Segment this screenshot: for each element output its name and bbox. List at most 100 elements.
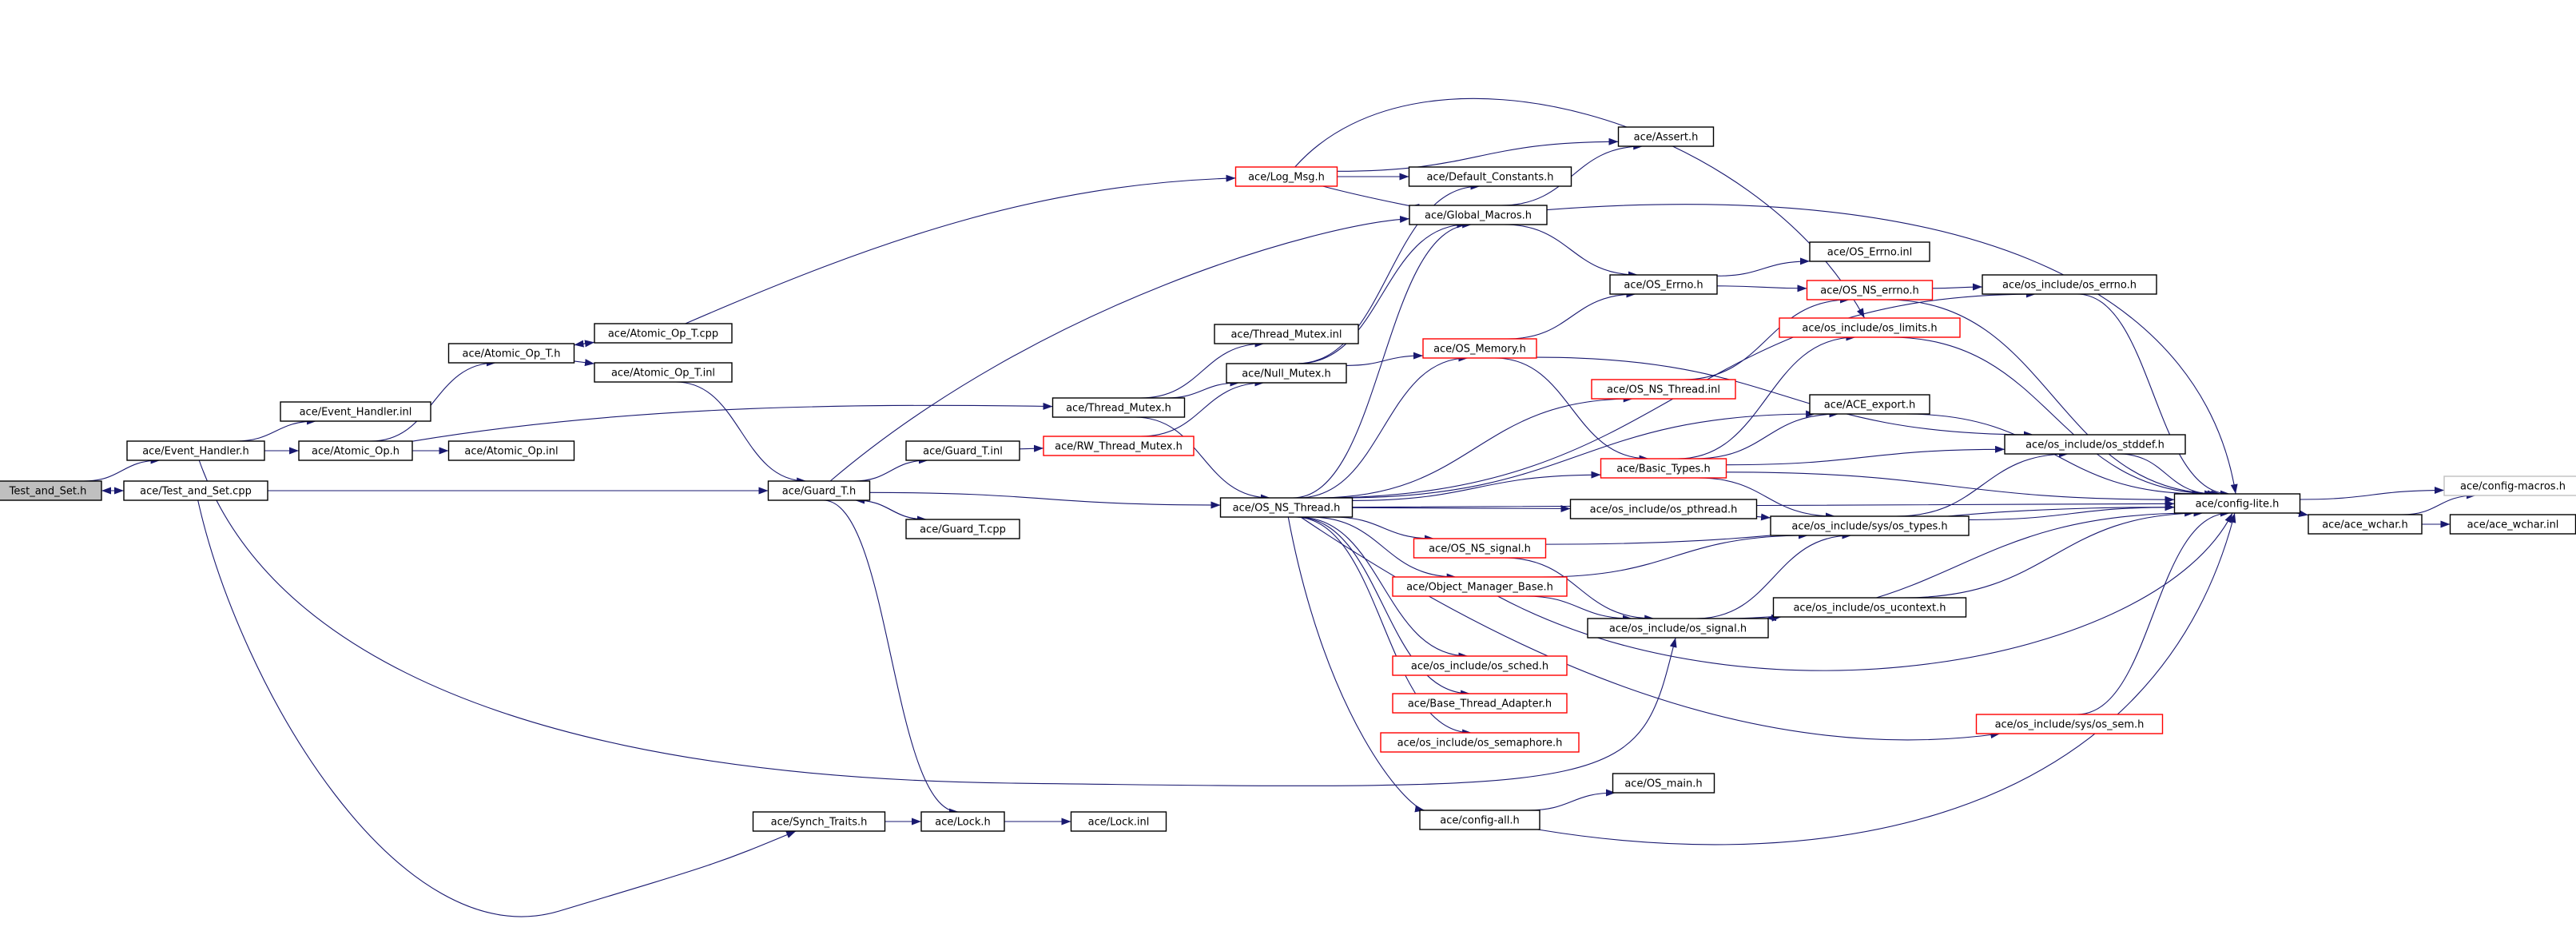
- node-box: [1422, 338, 1537, 359]
- graph-node-assert-h[interactable]: ace/Assert.h: [1617, 126, 1715, 147]
- graph-node-basic-types-h[interactable]: ace/Basic_Types.h: [1600, 458, 1727, 479]
- graph-node-os-include-os-semaphore-h[interactable]: ace/os_include/os_semaphore.h: [1380, 732, 1580, 753]
- graph-node-config-all-h[interactable]: ace/config-all.h: [1419, 810, 1540, 830]
- node-box: [1409, 205, 1548, 225]
- edge-arrow: [1337, 137, 1619, 172]
- graph-node-object-manager-base-h[interactable]: ace/Object_Manager_Base.h: [1392, 576, 1568, 597]
- edge-arrow: [1890, 336, 2217, 498]
- dependency-edge: [823, 499, 959, 816]
- graph-node-lock-inl[interactable]: ace/Lock.inl: [1070, 811, 1167, 832]
- edge-arrow: [1331, 516, 1435, 543]
- graph-node-log-msg-h[interactable]: ace/Log_Msg.h: [1234, 166, 1338, 187]
- edge-arrow: [574, 340, 595, 348]
- graph-node-guard-t-inl[interactable]: ace/Guard_T.inl: [905, 440, 1020, 461]
- node-label: ace/Assert.h: [1634, 132, 1699, 144]
- graph-node-os-ns-errno-h[interactable]: ace/OS_NS_errno.h: [1806, 280, 1934, 300]
- dependency-edge: [1294, 97, 1866, 319]
- node-box: [905, 440, 1020, 461]
- graph-node-atomic-op-inl[interactable]: ace/Atomic_Op.inl: [447, 440, 575, 461]
- node-box: [1419, 810, 1540, 830]
- graph-node-os-ns-thread-inl[interactable]: ace/OS_NS_Thread.inl: [1591, 379, 1736, 400]
- node-label: ace/config-lite.h: [2196, 499, 2280, 511]
- graph-node-config-macros-h[interactable]: ace/config-macros.h: [2443, 475, 2576, 496]
- graph-node-thread-mutex-h[interactable]: ace/Thread_Mutex.h: [1051, 397, 1186, 418]
- dependency-edge: [1726, 471, 2175, 503]
- dependency-edge: [1726, 445, 2006, 466]
- node-label: ace/ACE_export.h: [1824, 400, 1915, 412]
- edge-arrow: [1310, 516, 1457, 581]
- edge-arrow: [574, 359, 595, 367]
- graph-node-test-and-set-cpp[interactable]: ace/Test_and_Set.cpp: [123, 480, 268, 501]
- edge-arrow: [1140, 340, 1265, 399]
- dependency-edge: [2402, 491, 2476, 515]
- node-box: [126, 440, 265, 461]
- graph-node-ace-wchar-h[interactable]: ace/ace_wchar.h: [2308, 514, 2423, 535]
- graph-node-null-mutex-h[interactable]: ace/Null_Mutex.h: [1226, 363, 1347, 384]
- graph-node-ace-wchar-inl[interactable]: ace/ace_wchar.inl: [2449, 514, 2576, 535]
- graph-node-os-errno-h[interactable]: ace/OS_Errno.h: [1609, 274, 1718, 295]
- node-box: [1226, 363, 1347, 384]
- graph-node-atomic-op-t-inl[interactable]: ace/Atomic_Op_T.inl: [594, 362, 733, 383]
- graph-node-guard-t-cpp[interactable]: ace/Guard_T.cpp: [905, 519, 1020, 539]
- graph-node-atomic-op-t-h[interactable]: ace/Atomic_Op_T.h: [447, 343, 575, 364]
- edge-arrow: [675, 381, 807, 485]
- edge-arrow: [1903, 509, 2204, 599]
- dependency-edge: [1896, 450, 2069, 517]
- edge-arrow: [1677, 333, 1856, 460]
- graph-node-os-include-sys-os-types-h[interactable]: ace/os_include/sys/os_types.h: [1770, 515, 1970, 536]
- graph-node-os-include-os-errno-h[interactable]: ace/os_include/os_errno.h: [1982, 274, 2157, 295]
- dependency-edge: [1019, 444, 1044, 452]
- graph-node-synch-traits-h[interactable]: ace/Synch_Traits.h: [752, 811, 886, 832]
- node-label: ace/Atomic_Op_T.cpp: [608, 328, 718, 340]
- graph-node-config-lite-h[interactable]: ace/config-lite.h: [2173, 493, 2301, 514]
- node-label: ace/Basic_Types.h: [1616, 464, 1710, 475]
- graph-node-os-include-os-pthread-h[interactable]: ace/os_include/os_pthread.h: [1569, 499, 1758, 519]
- dependency-edge: [1292, 221, 1473, 499]
- edge-arrow: [1756, 513, 1771, 521]
- graph-node-os-include-sys-os-sem-h[interactable]: ace/os_include/sys/os_sem.h: [1975, 714, 2164, 734]
- node-label: ace/Test_and_Set.cpp: [140, 486, 252, 498]
- graph-node-os-include-os-signal-h[interactable]: ace/os_include/os_signal.h: [1587, 618, 1769, 639]
- graph-node-base-thread-adapter-h[interactable]: ace/Base_Thread_Adapter.h: [1392, 693, 1568, 714]
- graph-node-os-ns-thread-h[interactable]: ace/OS_NS_Thread.h: [1219, 497, 1354, 518]
- graph-node-event-handler-h[interactable]: ace/Event_Handler.h: [126, 440, 265, 461]
- dependency-edge: [198, 460, 1677, 786]
- graph-node-os-ns-signal-h[interactable]: ace/OS_NS_signal.h: [1413, 538, 1547, 559]
- node-box: [2308, 514, 2423, 535]
- graph-node-ace-export-h[interactable]: ace/ACE_export.h: [1809, 394, 1930, 415]
- node-box: [2004, 434, 2186, 455]
- graph-node-os-include-os-sched-h[interactable]: ace/os_include/os_sched.h: [1392, 655, 1568, 676]
- node-label: ace/os_include/os_limits.h: [1802, 323, 1937, 335]
- graph-node-rw-thread-mutex-h[interactable]: ace/RW_Thread_Mutex.h: [1043, 436, 1195, 456]
- graph-node-os-errno-inl[interactable]: ace/OS_Errno.inl: [1809, 241, 1930, 262]
- dependency-edge: [1298, 516, 1469, 660]
- graph-node-thread-mutex-inl[interactable]: ace/Thread_Mutex.inl: [1214, 324, 1359, 344]
- graph-node-guard-t-h[interactable]: ace/Guard_T.h: [767, 480, 871, 501]
- dependency-edge: [574, 359, 595, 367]
- graph-node-os-include-os-stddef-h[interactable]: ace/os_include/os_stddef.h: [2004, 434, 2186, 455]
- node-box: [1408, 166, 1572, 187]
- graph-node-os-memory-h[interactable]: ace/OS_Memory.h: [1422, 338, 1537, 359]
- graph-node-event-handler-inl[interactable]: ace/Event_Handler.inl: [280, 401, 431, 422]
- graph-node-os-main-h[interactable]: ace/OS_main.h: [1612, 773, 1715, 794]
- dependency-edge: [1140, 340, 1265, 399]
- node-label: ace/Log_Msg.h: [1248, 172, 1325, 184]
- edge-arrow: [371, 359, 496, 442]
- graph-node-atomic-op-t-cpp[interactable]: ace/Atomic_Op_T.cpp: [594, 323, 733, 344]
- graph-node-test-and-set-h[interactable]: Test_and_Set.h: [0, 480, 102, 501]
- edge-arrow: [2402, 491, 2476, 515]
- node-label: ace/OS_Memory.h: [1433, 344, 1526, 356]
- graph-node-default-constants-h[interactable]: ace/Default_Constants.h: [1408, 166, 1572, 187]
- dependency-edge: [1886, 299, 2221, 498]
- graph-node-os-include-os-ucontext-h[interactable]: ace/os_include/os_ucontext.h: [1772, 597, 1967, 618]
- graph-node-os-include-os-limits-h[interactable]: ace/os_include/os_limits.h: [1779, 317, 1961, 338]
- edge-arrow: [1896, 450, 2069, 517]
- dependency-edge: [1352, 471, 1601, 501]
- node-box: [1380, 732, 1580, 753]
- node-label: ace/Default_Constants.h: [1426, 172, 1553, 184]
- graph-node-lock-h[interactable]: ace/Lock.h: [920, 811, 1005, 832]
- edge-arrow: [1695, 531, 1852, 619]
- node-label: ace/os_include/sys/os_sem.h: [1995, 719, 2145, 731]
- graph-node-global-macros-h[interactable]: ace/Global_Macros.h: [1409, 205, 1548, 225]
- graph-node-atomic-op-h[interactable]: ace/Atomic_Op.h: [298, 440, 413, 461]
